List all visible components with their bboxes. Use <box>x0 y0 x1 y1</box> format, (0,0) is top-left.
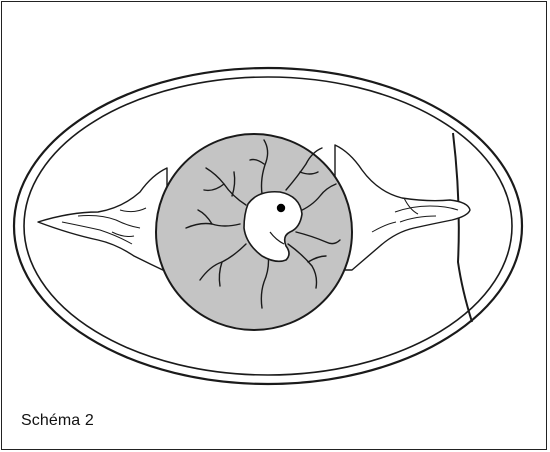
chalaza-right <box>335 145 470 270</box>
figure-caption: Schéma 2 <box>21 412 94 430</box>
air-cell <box>453 133 472 322</box>
chalaza-left <box>38 168 167 272</box>
embryo-eye <box>277 204 285 212</box>
